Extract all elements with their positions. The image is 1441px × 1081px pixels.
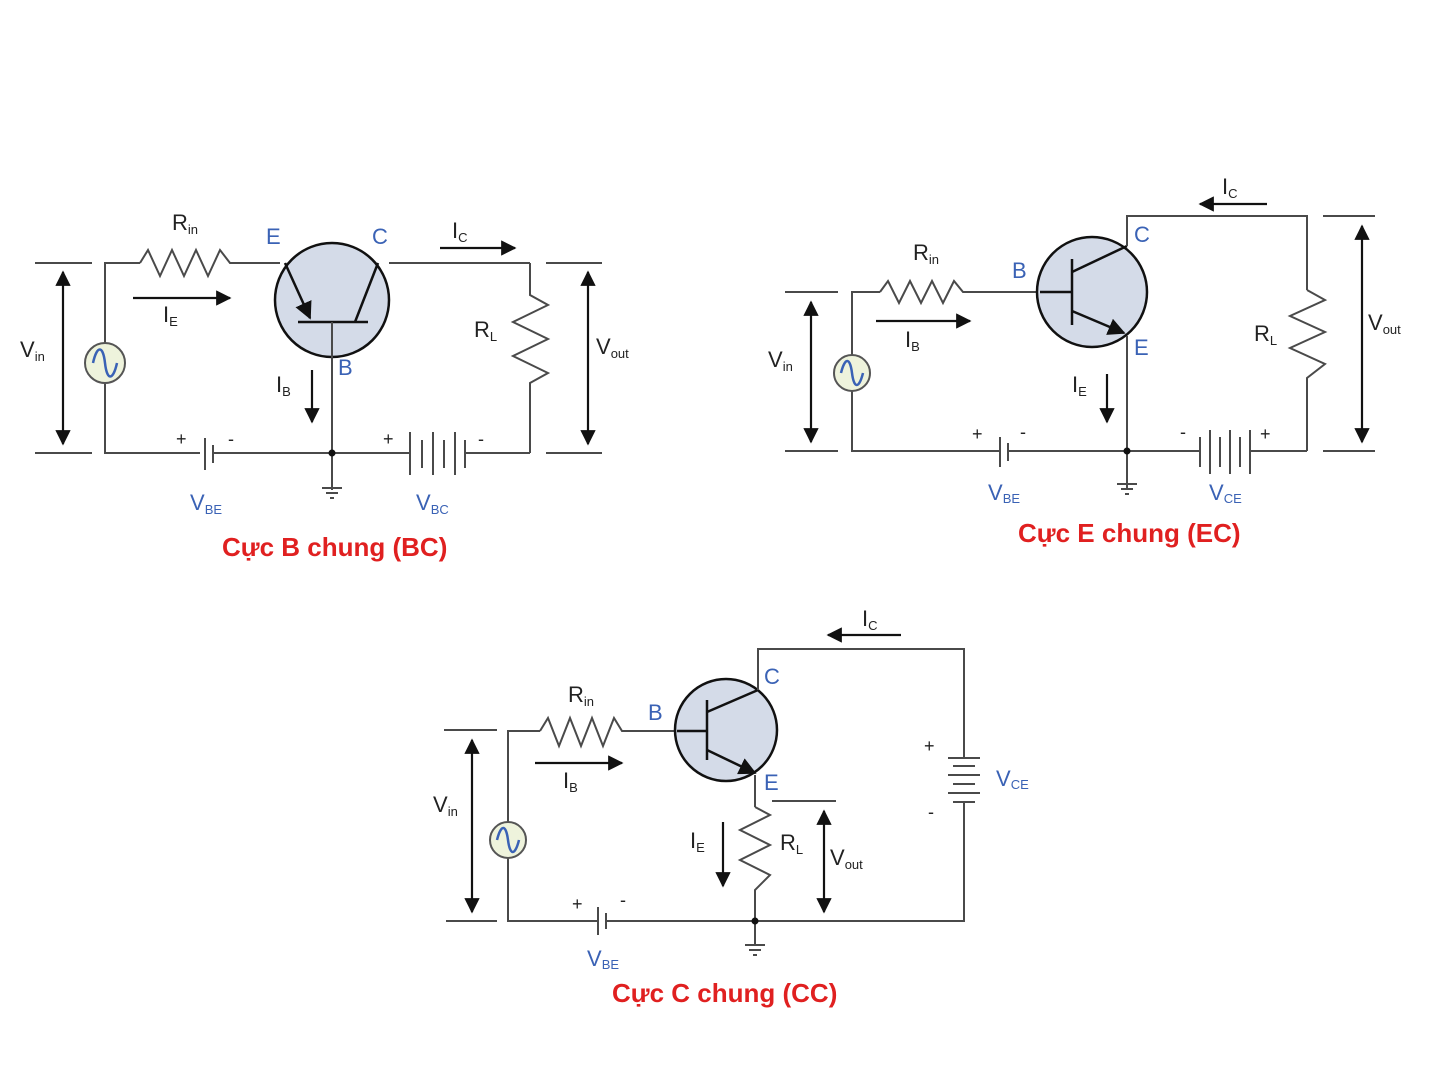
vout-label: Vout [596,334,629,361]
resistor-rl-icon [1287,289,1328,451]
wire [1126,215,1308,290]
wire [755,802,965,922]
terminal-e-label: E [764,770,779,795]
resistor-rin-icon [879,278,1040,306]
terminal-c-label: C [1134,222,1150,247]
rl-label: RL [780,830,803,857]
vbe-label: VBE [587,946,619,972]
wire [851,291,880,355]
rin-label: Rin [913,240,939,267]
caption-common-collector: Cực C chung (CC) [612,978,837,1008]
vbe-plus-sign: + [972,424,983,444]
vbe-minus-sign: - [228,429,234,449]
npn-transistor-icon [673,677,779,783]
battery-vbe-icon [204,438,332,470]
terminal-e-label: E [266,224,281,249]
wire [507,858,598,922]
vce-label: VCE [1209,480,1242,506]
wire [104,262,140,343]
vin-label: Vin [768,347,793,374]
ie-label: IE [163,302,178,329]
ground-icon [745,944,765,956]
rl-label: RL [474,317,497,344]
vbe-plus-sign: + [176,429,187,449]
vbe-label: VBE [190,490,222,517]
vout-label: Vout [830,845,863,872]
vbc-minus-sign: - [478,429,484,449]
vbc-label: VBC [416,490,449,517]
terminal-b-label: B [1012,258,1027,283]
vin-label: Vin [20,337,45,364]
npn-transistor-icon [1035,235,1149,349]
rin-label: Rin [568,682,594,709]
battery-vce-icon [1127,430,1307,474]
vce-plus-sign: + [1260,424,1271,444]
circuit-common-base: Vin Rin IE E C B IC IB RL Vout VBE VBC +… [20,210,629,562]
ac-source-icon [489,821,527,859]
vbe-minus-sign: - [1020,422,1026,442]
ac-source-icon [833,354,871,392]
terminal-c-label: C [372,224,388,249]
resistor-rin-icon [539,715,677,749]
vin-label: Vin [433,792,458,819]
wire [757,648,965,758]
junction-dot [1123,447,1131,455]
ic-label: IC [452,218,468,245]
circuit-common-emitter: Vin Rin IB B C E IC IE RL Vout VBE VCE +… [768,174,1401,548]
resistor-rin-icon [139,247,280,279]
vce-label: VCE [996,766,1029,792]
terminal-b-label: B [648,700,663,725]
battery-vbc-icon [332,432,530,475]
junction-dot [328,449,336,457]
resistor-rl-icon [737,806,773,945]
circuit-common-collector: Vin Rin IB B C E IC IE RL Vout VCE VBE +… [433,606,1029,1008]
pnp-transistor-icon [273,241,391,359]
ground-icon [322,487,342,499]
wire [851,391,1000,452]
vce-minus-sign: - [928,802,934,822]
wire [104,383,200,454]
ac-source-icon [84,342,126,384]
terminal-c-label: C [764,664,780,689]
battery-vbe-icon [597,907,755,935]
rl-label: RL [1254,321,1277,348]
vbe-plus-sign: + [572,894,583,914]
ie-label: IE [690,828,705,855]
wire [507,730,540,822]
vout-label: Vout [1368,310,1401,337]
terminal-b-label: B [338,355,353,380]
junction-dot [751,917,759,925]
vbe-label: VBE [988,480,1020,506]
caption-common-emitter: Cực E chung (EC) [1018,518,1241,548]
resistor-rl-icon [510,263,551,453]
ground-icon [1117,483,1137,495]
vbe-minus-sign: - [620,890,626,910]
ib-label: IB [905,327,920,354]
rin-label: Rin [172,210,198,237]
ib-label: IB [563,768,578,795]
ic-label: IC [862,606,878,633]
ic-label: IC [1222,174,1238,201]
vbc-plus-sign: + [383,429,394,449]
vce-minus-sign: - [1180,422,1186,442]
caption-common-base: Cực B chung (BC) [222,532,447,562]
battery-vbe-icon [999,437,1127,467]
terminal-e-label: E [1134,335,1149,360]
battery-vce-icon [948,757,980,803]
ib-label: IB [276,372,291,399]
vce-plus-sign: + [924,736,935,756]
ie-label: IE [1072,372,1087,399]
